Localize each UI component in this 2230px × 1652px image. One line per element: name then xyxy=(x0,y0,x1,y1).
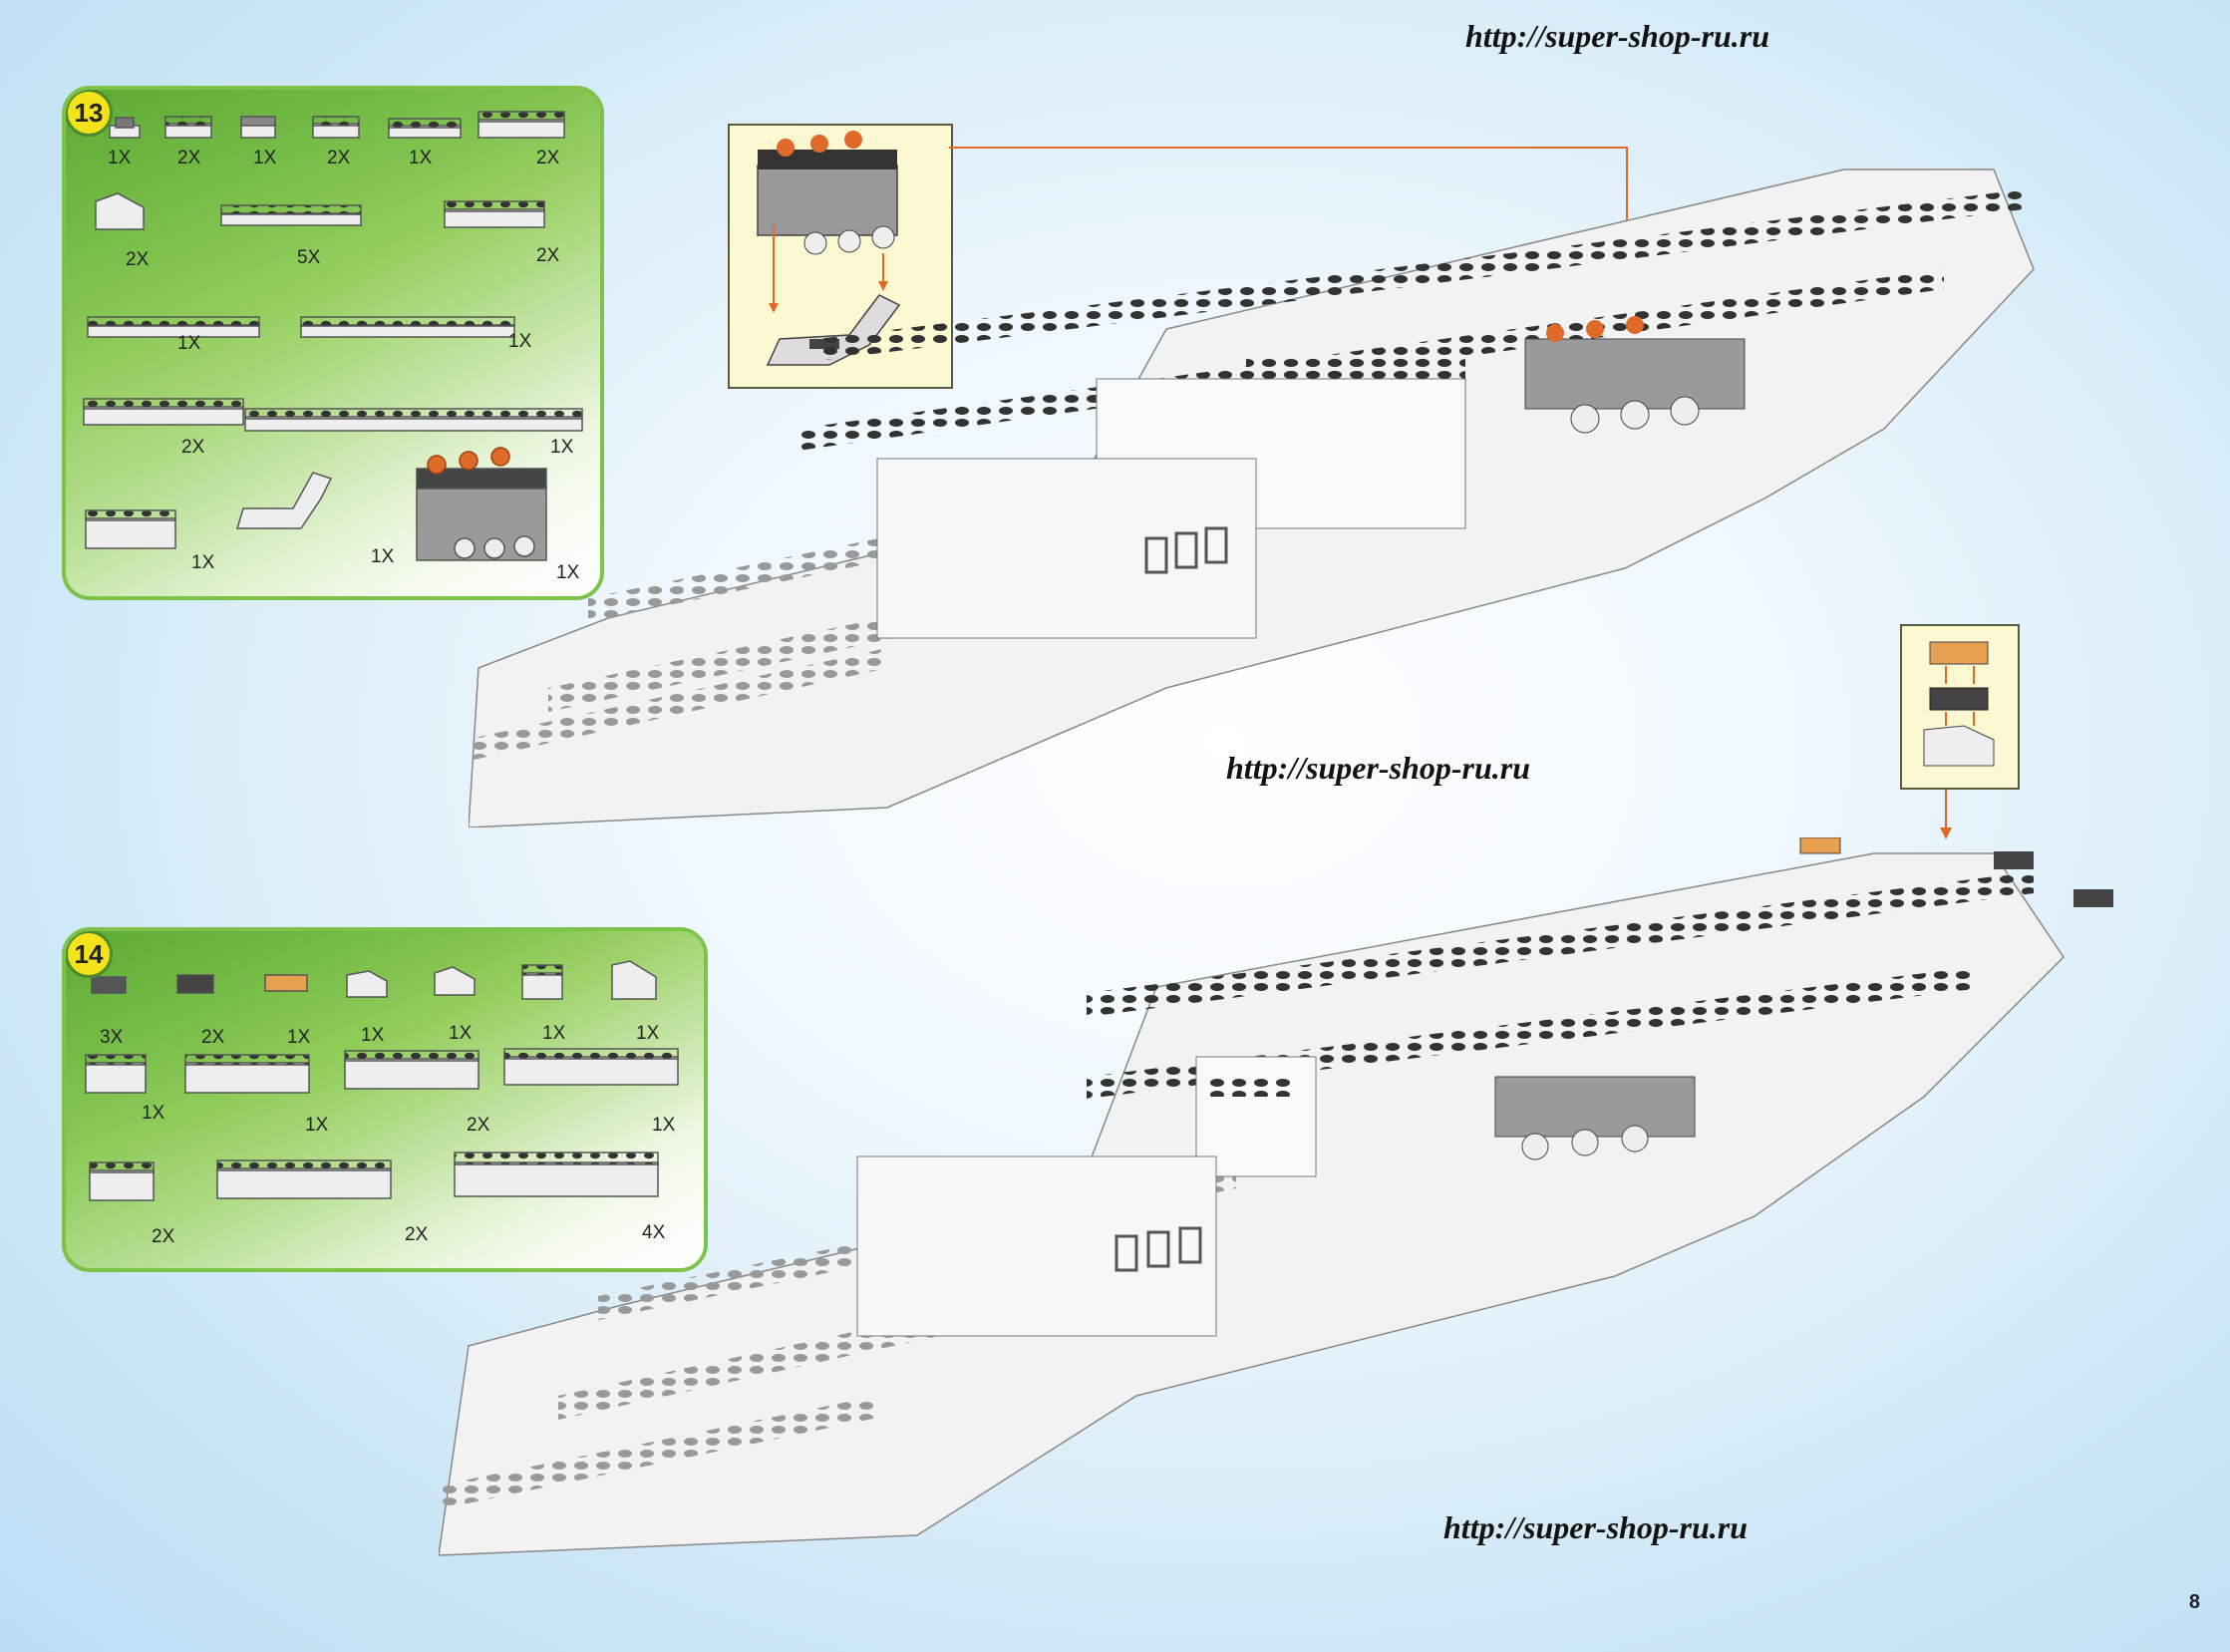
qty-label: 3X xyxy=(100,1027,124,1048)
ship-model-step-13 xyxy=(469,168,2035,827)
part-row-1 xyxy=(109,111,565,139)
qty-label: 2X xyxy=(152,1226,175,1247)
qty-label: 1X xyxy=(652,1115,676,1136)
qty-label: 1X xyxy=(142,1103,165,1124)
qty-label: 1X xyxy=(191,552,215,573)
step-14-parts-drawing xyxy=(85,960,679,1201)
qty-label: 1X xyxy=(542,1023,566,1044)
part-row-3 xyxy=(87,316,515,338)
qty-label: 2X xyxy=(405,1224,429,1245)
qty-label: 1X xyxy=(287,1027,311,1048)
qty-label: 1X xyxy=(636,1023,660,1044)
qty-label: 2X xyxy=(327,148,351,168)
watermark-bottom: http://super-shop-ru.ru xyxy=(1443,1509,1748,1545)
step-14-detail-callout xyxy=(1900,624,2020,790)
qty-label: 1X xyxy=(253,148,277,168)
part-row-1 xyxy=(91,960,657,1000)
page-number: 8 xyxy=(2188,1591,2200,1613)
qty-label: 5X xyxy=(297,247,321,268)
part-row-4 xyxy=(83,398,583,432)
part-row-2 xyxy=(85,1048,679,1094)
step-14-number-badge: 14 xyxy=(66,931,113,978)
qty-label: 2X xyxy=(536,148,560,168)
part-row-5 xyxy=(85,447,547,561)
ship-model-step-14 xyxy=(439,837,2113,1556)
watermark-top: http://super-shop-ru.ru xyxy=(1465,18,1769,54)
slope-stack-detail xyxy=(1923,641,1995,767)
step-13-parts-panel: 13 1X 2X 1X 2X 1X 2X 2X 5X 2X 1X 1X 2X 1… xyxy=(62,86,604,600)
step-14-parts-panel: 14 3X 2X 1X 1X 1X 1X 1X 1X 1X 2X 1X 2X 2… xyxy=(62,927,708,1272)
qty-label: 1X xyxy=(361,1025,385,1046)
qty-label: 4X xyxy=(642,1222,666,1243)
engine-block-detail xyxy=(757,131,901,366)
step-13-detail-callout xyxy=(728,124,953,389)
part-row-3 xyxy=(89,1152,659,1201)
qty-label: 2X xyxy=(201,1027,225,1048)
qty-label: 1X xyxy=(177,333,201,354)
qty-label: 1X xyxy=(409,148,433,168)
qty-label: 1X xyxy=(108,148,132,168)
qty-label: 1X xyxy=(305,1115,329,1136)
step-13-parts-drawing xyxy=(83,111,583,561)
step-13-number-badge: 13 xyxy=(66,90,113,137)
qty-label: 2X xyxy=(467,1115,490,1136)
qty-label: 1X xyxy=(508,331,532,352)
qty-label: 2X xyxy=(181,437,205,458)
qty-label: 2X xyxy=(126,249,150,270)
qty-label: 2X xyxy=(536,245,560,266)
qty-label: 2X xyxy=(177,148,201,168)
qty-label: 1X xyxy=(371,546,395,567)
watermark-middle: http://super-shop-ru.ru xyxy=(1226,750,1530,786)
qty-label: 1X xyxy=(556,562,580,583)
part-row-2 xyxy=(95,192,545,230)
qty-label: 1X xyxy=(550,437,574,458)
qty-label: 1X xyxy=(449,1023,473,1044)
